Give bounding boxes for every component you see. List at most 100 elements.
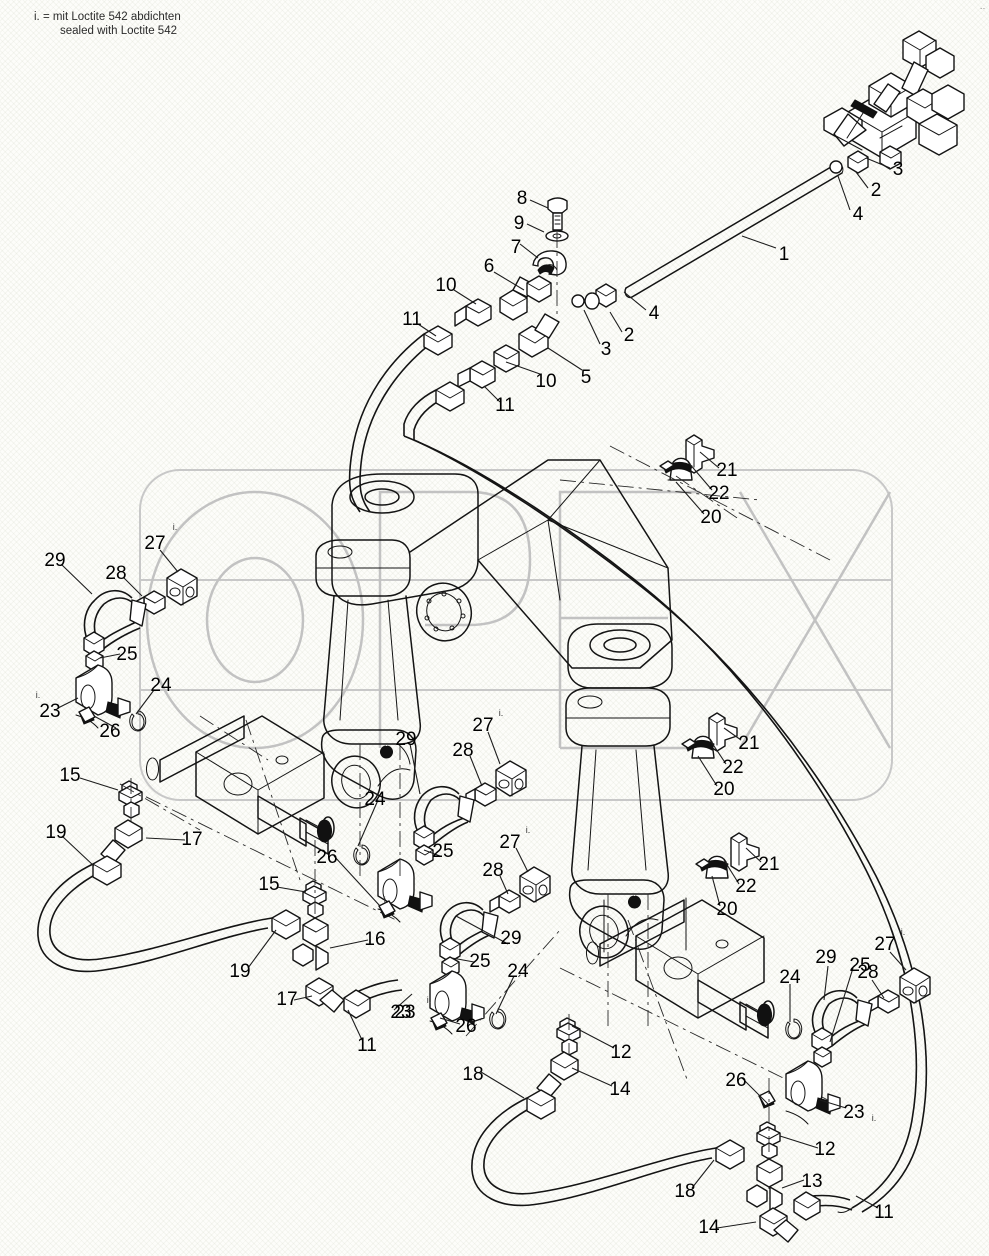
callout-2: 2 xyxy=(623,325,635,346)
fittings-left-bottom xyxy=(37,778,403,1019)
callout-3: 3 xyxy=(892,159,904,180)
callout-16: 16 xyxy=(364,929,386,950)
fitting-group-mid xyxy=(571,283,617,310)
callout-20: 20 xyxy=(713,779,735,800)
callout-5: 5 xyxy=(580,367,592,388)
callout-22: 22 xyxy=(722,757,744,778)
valve-group-center xyxy=(353,760,527,923)
callout-24: 24 xyxy=(150,675,172,696)
elbow-fittings xyxy=(348,275,560,513)
callout-25: 25 xyxy=(849,955,871,976)
callout-23: 23 xyxy=(39,701,61,722)
bolt-washer-clamp xyxy=(532,197,569,316)
callout-14: 14 xyxy=(698,1217,720,1238)
note-line-2: sealed with Loctite 542 xyxy=(60,25,177,37)
callout-29: 29 xyxy=(815,947,837,968)
axle-body xyxy=(315,459,673,959)
callout-29: 29 xyxy=(44,550,66,571)
callout-17: 17 xyxy=(276,989,298,1010)
callout-21: 21 xyxy=(716,460,738,481)
callout-23: 23 xyxy=(390,1002,412,1023)
callout-26: 26 xyxy=(316,847,338,868)
loctite-marker: i. xyxy=(35,690,41,700)
callout-12: 12 xyxy=(610,1042,632,1063)
fitting-group-top xyxy=(829,145,902,174)
fittings-bottom-center xyxy=(471,1014,853,1243)
loctite-marker: i. xyxy=(498,708,504,718)
callout-18: 18 xyxy=(674,1181,696,1202)
callout-15: 15 xyxy=(59,765,81,786)
valve-group-center-lower xyxy=(429,866,561,1037)
loctite-marker: i. xyxy=(172,522,178,532)
callout-1: 1 xyxy=(778,244,790,265)
callout-28: 28 xyxy=(105,563,127,584)
callout-27: 27 xyxy=(499,832,521,853)
callout-24: 24 xyxy=(779,967,801,988)
callout-22: 22 xyxy=(735,876,757,897)
callout-29: 29 xyxy=(395,729,417,750)
callout-7: 7 xyxy=(510,237,522,258)
callout-11: 11 xyxy=(402,309,422,330)
long-rod xyxy=(624,163,844,299)
callout-19: 19 xyxy=(229,961,251,982)
callout-29: 29 xyxy=(500,928,522,949)
callout-20: 20 xyxy=(716,899,738,920)
callout-10: 10 xyxy=(435,275,457,296)
clamp-assembly-1 xyxy=(659,434,715,481)
callout-2: 2 xyxy=(870,180,882,201)
callout-11: 11 xyxy=(495,395,515,416)
callout-28: 28 xyxy=(857,962,879,983)
callout-22: 22 xyxy=(708,483,730,504)
note-line-1: i. = mit Loctite 542 abdichten xyxy=(34,11,181,23)
callout-21: 21 xyxy=(738,733,760,754)
callout-4: 4 xyxy=(648,303,660,324)
callout-25: 25 xyxy=(469,951,491,972)
callout-13: 13 xyxy=(801,1171,823,1192)
construction-lines xyxy=(119,445,831,1083)
callout-3: 3 xyxy=(600,339,612,360)
loctite-marker: i. xyxy=(383,895,389,905)
callout-20: 20 xyxy=(700,507,722,528)
callout-23: 23 xyxy=(843,1102,865,1123)
clamp-assembly-2 xyxy=(681,712,738,759)
callout-26: 26 xyxy=(455,1016,477,1037)
valve-group-left-upper xyxy=(75,568,198,732)
valve-block-assembly xyxy=(823,30,965,159)
callout-15: 15 xyxy=(258,874,280,895)
callout-26: 26 xyxy=(99,721,121,742)
callout-21: 21 xyxy=(758,854,780,875)
leader-lines xyxy=(57,157,907,1229)
callout-11: 11 xyxy=(357,1035,377,1056)
loctite-note: i. = mit Loctite 542 abdichten sealed wit… xyxy=(34,10,181,38)
callout-8: 8 xyxy=(516,188,528,209)
loctite-marker: i. xyxy=(525,825,531,835)
callout-11: 11 xyxy=(874,1202,894,1223)
loctite-marker: i. xyxy=(871,1113,877,1123)
cylinder-right xyxy=(559,897,841,1107)
callout-28: 28 xyxy=(452,740,474,761)
callout-28: 28 xyxy=(482,860,504,881)
loctite-marker: i. xyxy=(900,927,906,937)
callout-17: 17 xyxy=(181,829,203,850)
callout-27: 27 xyxy=(144,533,166,554)
callout-27: 27 xyxy=(472,715,494,736)
callout-4: 4 xyxy=(852,204,864,225)
callout-25: 25 xyxy=(432,841,454,862)
callout-23: 23 xyxy=(394,1002,416,1023)
main-long-hose xyxy=(403,435,928,1213)
callout-14: 14 xyxy=(609,1079,631,1100)
callout-24: 24 xyxy=(507,961,529,982)
corner-mark: .. xyxy=(980,4,986,11)
callout-10: 10 xyxy=(535,371,557,392)
callout-18: 18 xyxy=(462,1064,484,1085)
valve-group-right-lower xyxy=(758,967,931,1125)
callout-12: 12 xyxy=(814,1139,836,1160)
clamp-assembly-3 xyxy=(695,832,760,879)
cylinder-left xyxy=(119,715,401,923)
callout-9: 9 xyxy=(513,213,525,234)
callout-6: 6 xyxy=(483,256,495,277)
loctite-marker: i. xyxy=(426,995,432,1005)
